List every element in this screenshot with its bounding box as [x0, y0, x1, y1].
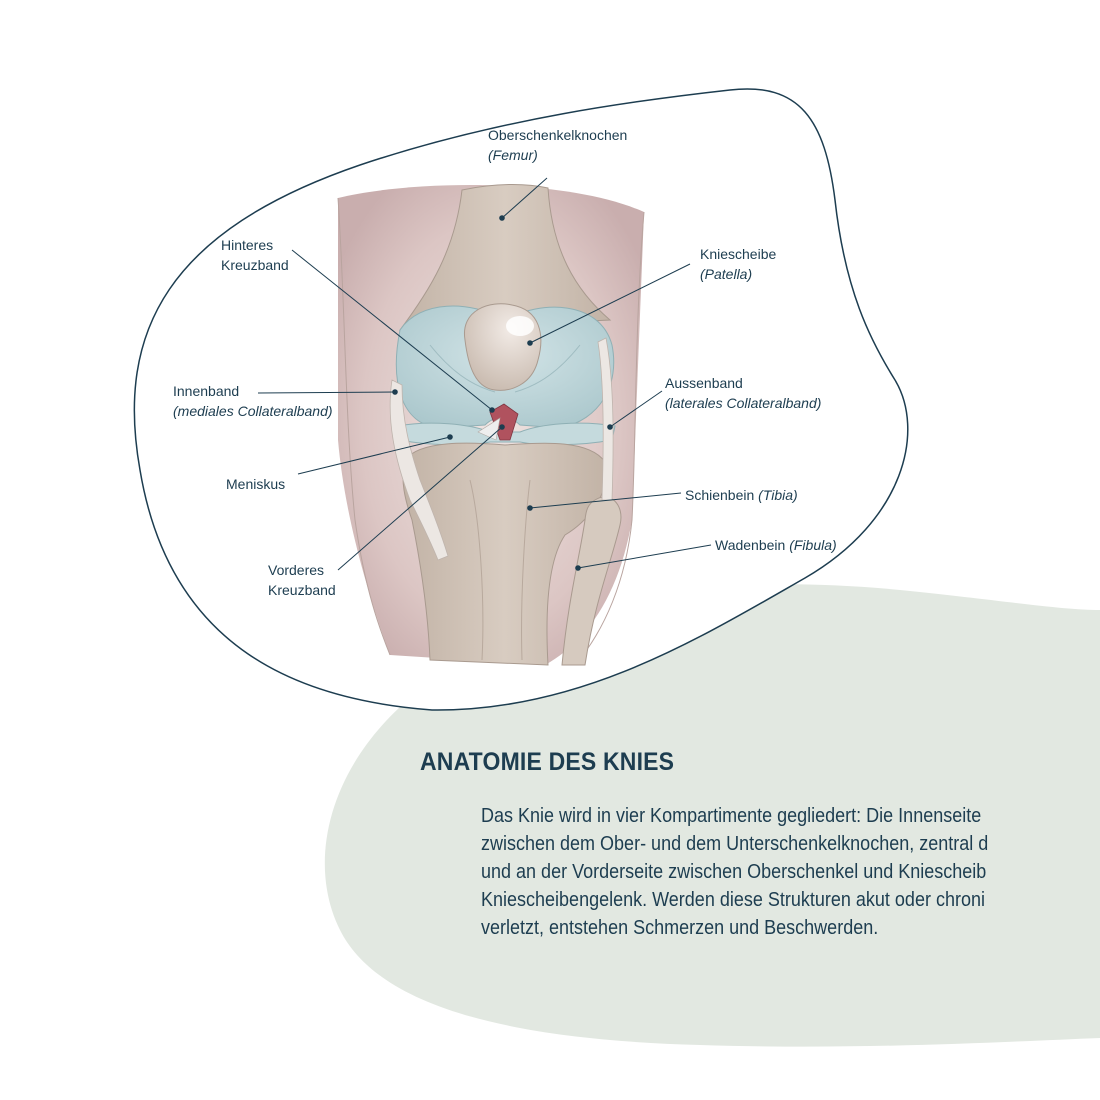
section-body: Das Knie wird in vier Kompartimente gegl…: [481, 802, 1100, 942]
label-anterior-cruciate-ligament: Vorderes Kreuzband: [268, 562, 336, 598]
leader-lines: [257, 177, 712, 571]
body-line: und an der Vorderseite zwischen Obersche…: [481, 861, 987, 883]
label-femur: Oberschenkelknochen (Femur): [488, 127, 628, 163]
label-fibula: Wadenbein (Fibula): [715, 537, 837, 553]
label-medial-collateral-ligament: Innenband (mediales Collateralband): [173, 383, 333, 419]
label-tibia: Schienbein (Tibia): [685, 487, 798, 503]
medial-collateral-ligament: [389, 379, 449, 561]
body-line: Das Knie wird in vier Kompartimente gegl…: [481, 805, 982, 827]
label-posterior-cruciate-ligament: Hinteres Kreuzband: [221, 237, 289, 273]
patella: [464, 303, 542, 391]
tibia: [402, 442, 607, 666]
fibula: [561, 496, 622, 666]
body-line: verletzt, entstehen Schmerzen und Beschw…: [481, 917, 879, 939]
body-line: zwischen dem Ober- und dem Unterschenkel…: [481, 833, 989, 855]
leader-dots: [392, 215, 613, 571]
lateral-collateral-ligament: [597, 337, 614, 501]
section-heading: ANATOMIE DES KNIES: [420, 748, 675, 776]
body-line: Kniescheibengelenk. Werden diese Struktu…: [481, 889, 985, 911]
label-meniscus: Meniskus: [226, 476, 286, 492]
label-lateral-collateral-ligament: Aussenband (laterales Collateralband): [665, 375, 822, 411]
label-patella: Kniescheibe (Patella): [700, 246, 777, 282]
femur: [398, 184, 612, 331]
